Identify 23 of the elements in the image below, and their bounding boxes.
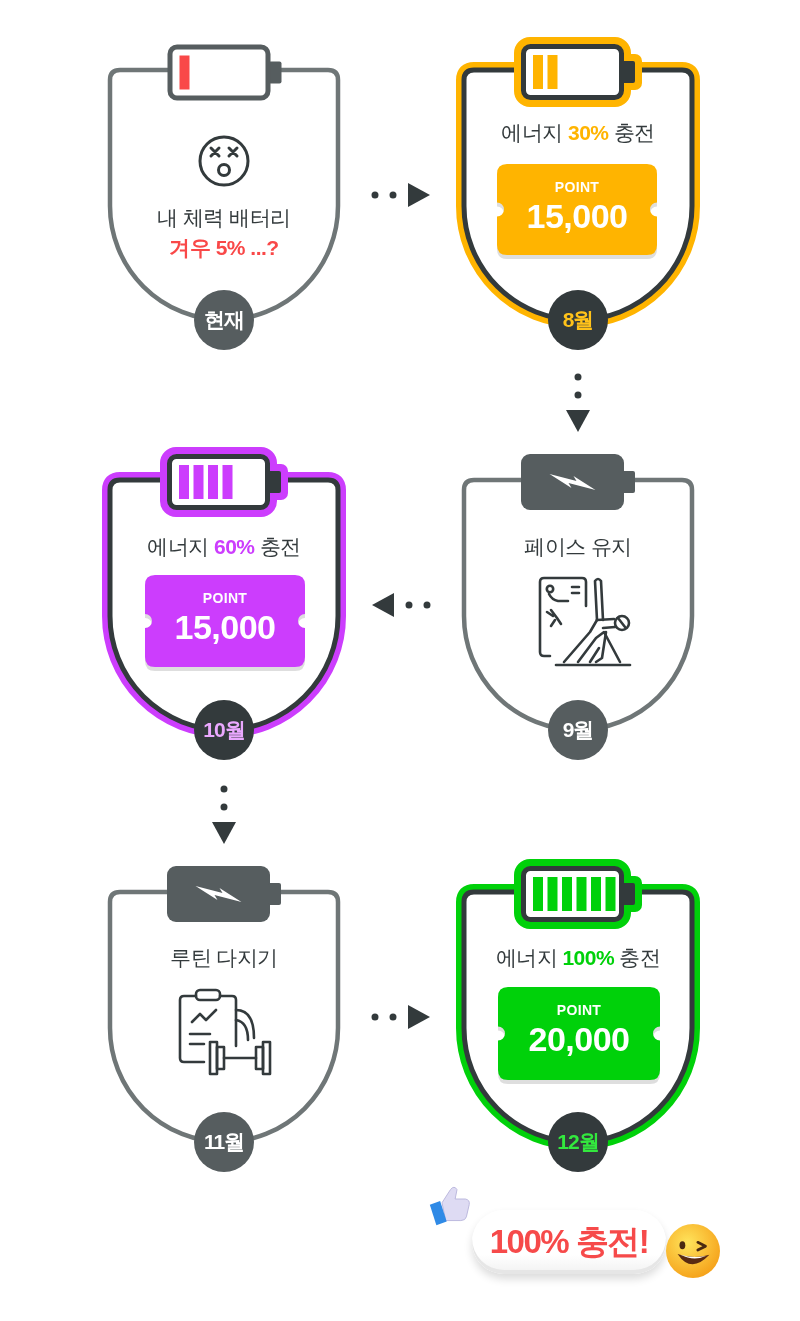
status-note: 겨우 5% ...? [169, 235, 279, 261]
point-value: 15,000 [526, 196, 628, 236]
month-badge: 10월 [194, 700, 254, 760]
card-title: 루틴 다지기 [170, 945, 278, 971]
month-badge: 11월 [194, 1112, 254, 1172]
point-ticket [497, 164, 657, 259]
point-value: 20,000 [528, 1019, 630, 1059]
month-badge: 12월 [548, 1112, 608, 1172]
card-title: 내 체력 배터리 [157, 205, 291, 231]
card-title: 에너지 100% 충전 [495, 945, 661, 971]
point-value: 15,000 [174, 607, 276, 647]
point-label: POINT [556, 1001, 602, 1019]
point-label: POINT [202, 589, 248, 607]
month-badge: 8월 [548, 290, 608, 350]
speech-bubble [472, 1210, 666, 1274]
card-title: 에너지 30% 충전 [501, 120, 655, 146]
point-ticket [145, 575, 305, 671]
card-title: 에너지 60% 충전 [147, 534, 301, 560]
point-ticket [498, 987, 660, 1084]
card-title: 페이스 유지 [524, 534, 632, 560]
month-badge: 현재 [194, 290, 254, 350]
bubble-text: 100% 충전! [489, 1222, 649, 1262]
point-label: POINT [554, 178, 600, 196]
